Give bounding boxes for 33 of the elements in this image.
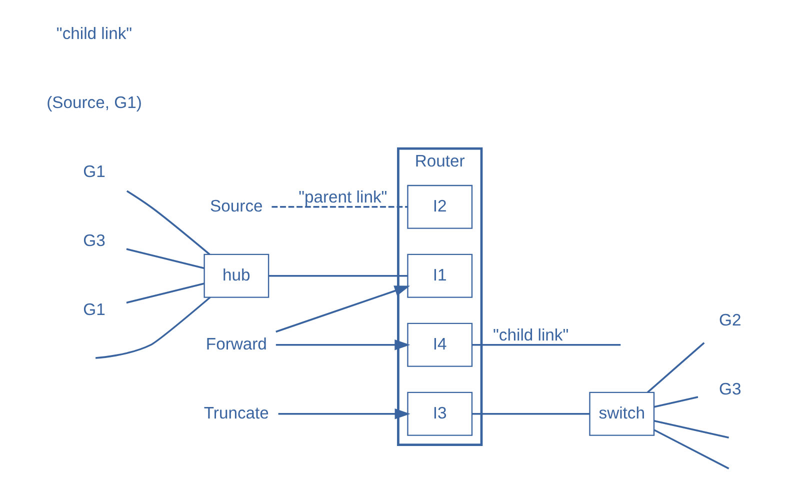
connector: [647, 342, 705, 394]
connector: [472, 344, 621, 346]
node-text: Truncate: [204, 403, 269, 422]
connector: [126, 248, 205, 270]
node-box: I4: [407, 322, 473, 367]
node-text: G3: [83, 230, 106, 250]
node-text: Source: [210, 196, 263, 216]
connector: [126, 282, 205, 304]
node-box: hub: [204, 254, 270, 298]
connector: [126, 190, 210, 256]
connector: [472, 412, 590, 415]
arrow: [278, 408, 410, 420]
connector: [268, 274, 408, 277]
connector: [272, 206, 408, 208]
node-box: switch: [589, 392, 655, 436]
edge-label: "parent link": [298, 187, 388, 206]
label: "child link": [56, 24, 132, 43]
connector: [654, 429, 730, 470]
node-box: I2: [407, 184, 473, 229]
label: (Source, G1): [46, 92, 142, 112]
arrow: [276, 339, 410, 350]
node-text: Forward: [206, 334, 267, 354]
connector: [654, 396, 698, 408]
node-box: I1: [407, 254, 473, 298]
arrow: [276, 286, 410, 333]
node-box: I3: [407, 392, 473, 436]
node-text: G3: [719, 379, 742, 398]
node-text: G1: [83, 300, 106, 319]
connector: [654, 420, 729, 439]
node-text: G2: [719, 310, 742, 330]
connector: [95, 296, 211, 359]
edge-label: "child link": [493, 325, 569, 344]
node-text: G1: [83, 162, 106, 181]
